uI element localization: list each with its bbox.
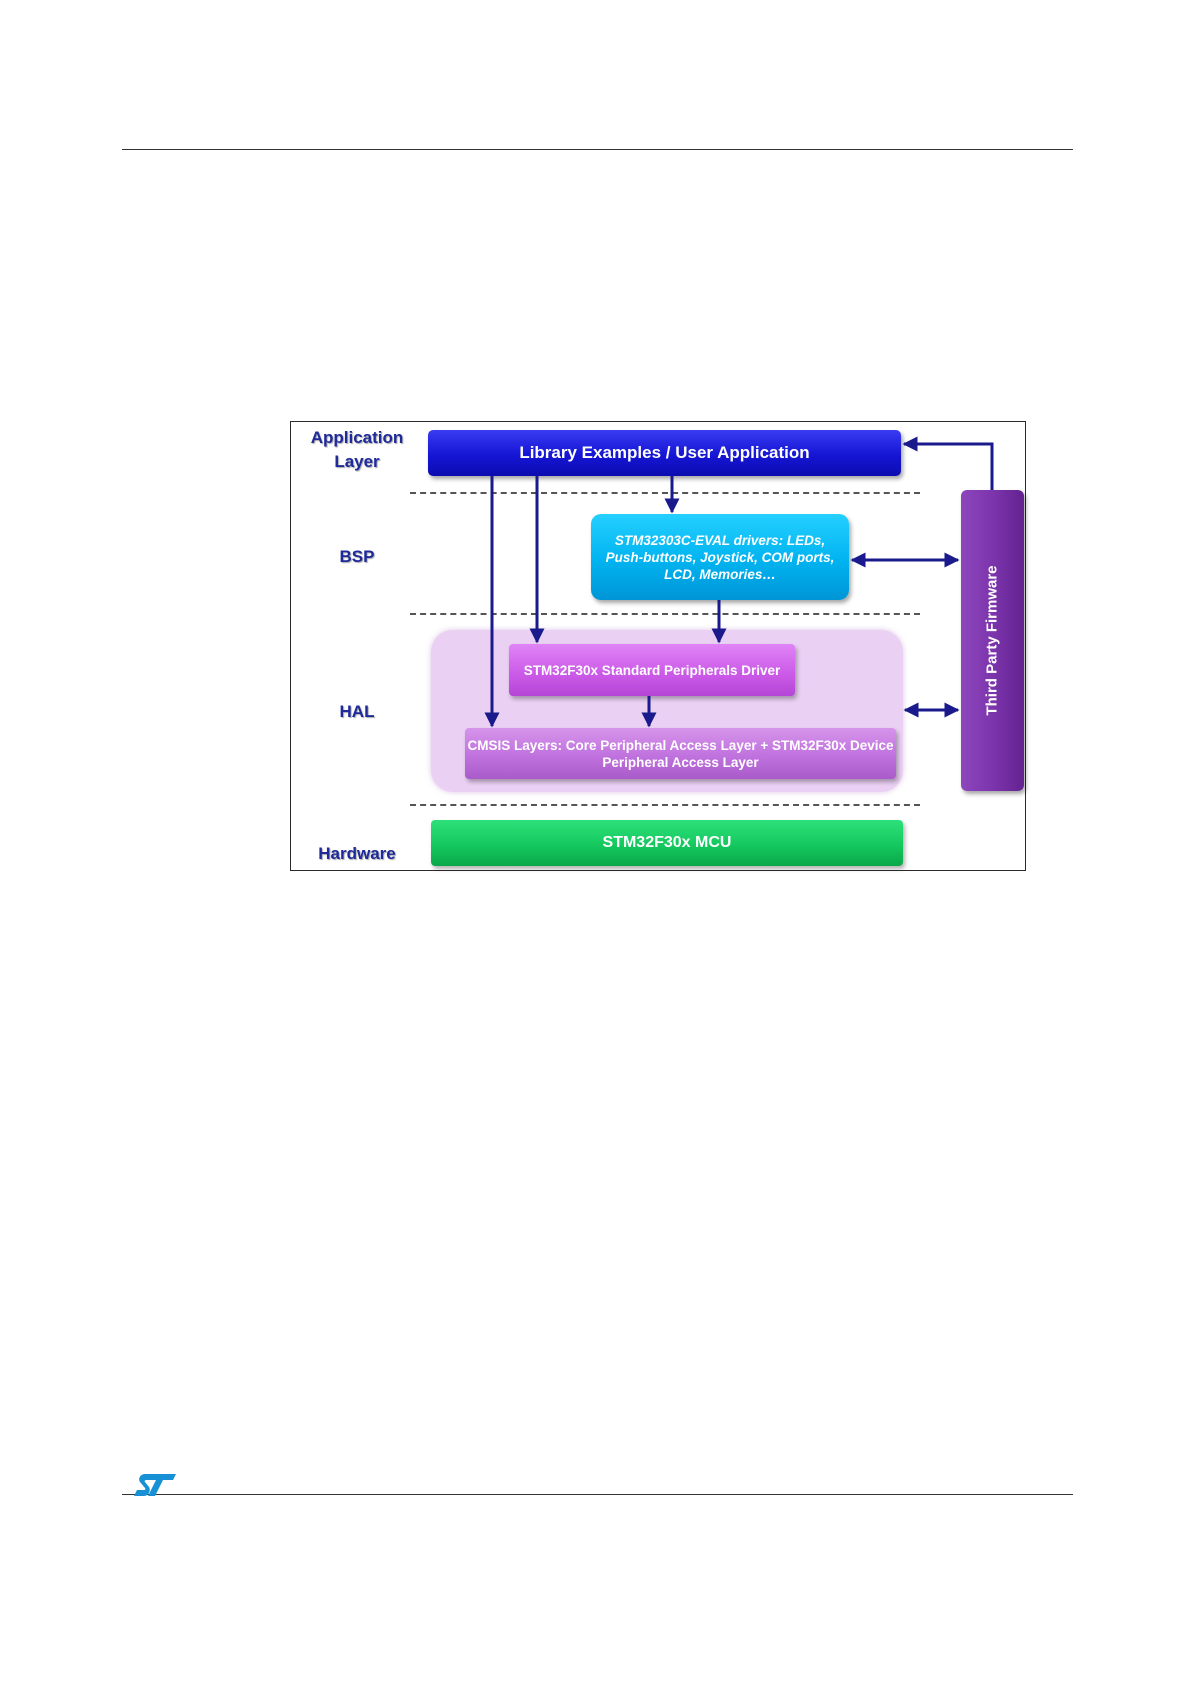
bsp-drivers-box: STM32303C-EVAL drivers: LEDs, Push-butto…: [591, 514, 849, 600]
label-hardware: Hardware: [318, 844, 396, 863]
divider-hal-hardware: [410, 804, 920, 806]
divider-app-bsp: [410, 492, 920, 494]
label-hal: HAL: [339, 702, 375, 721]
mcu-box: STM32F30x MCU: [431, 820, 903, 866]
arrow-third-party-to-app: [902, 436, 994, 490]
divider-bsp-hal: [410, 613, 920, 615]
cmsis-layers-box: CMSIS Layers: Core Peripheral Access Lay…: [465, 728, 896, 779]
st-logo-icon: [134, 1474, 176, 1496]
standard-peripherals-driver-box: STM32F30x Standard Peripherals Driver: [509, 644, 795, 696]
label-application-layer: Application Layer: [310, 428, 404, 471]
header-rule: [122, 149, 1073, 150]
footer-rule: [122, 1494, 1073, 1495]
third-party-firmware-box: Third Party Firmware: [961, 490, 1024, 791]
third-party-firmware-label: Third Party Firmware: [984, 565, 1002, 716]
application-box: Library Examples / User Application: [428, 430, 901, 476]
label-bsp: BSP: [339, 547, 375, 566]
firmware-architecture-figure: Application Layer BSP HAL Hardware Libra…: [290, 421, 1026, 871]
